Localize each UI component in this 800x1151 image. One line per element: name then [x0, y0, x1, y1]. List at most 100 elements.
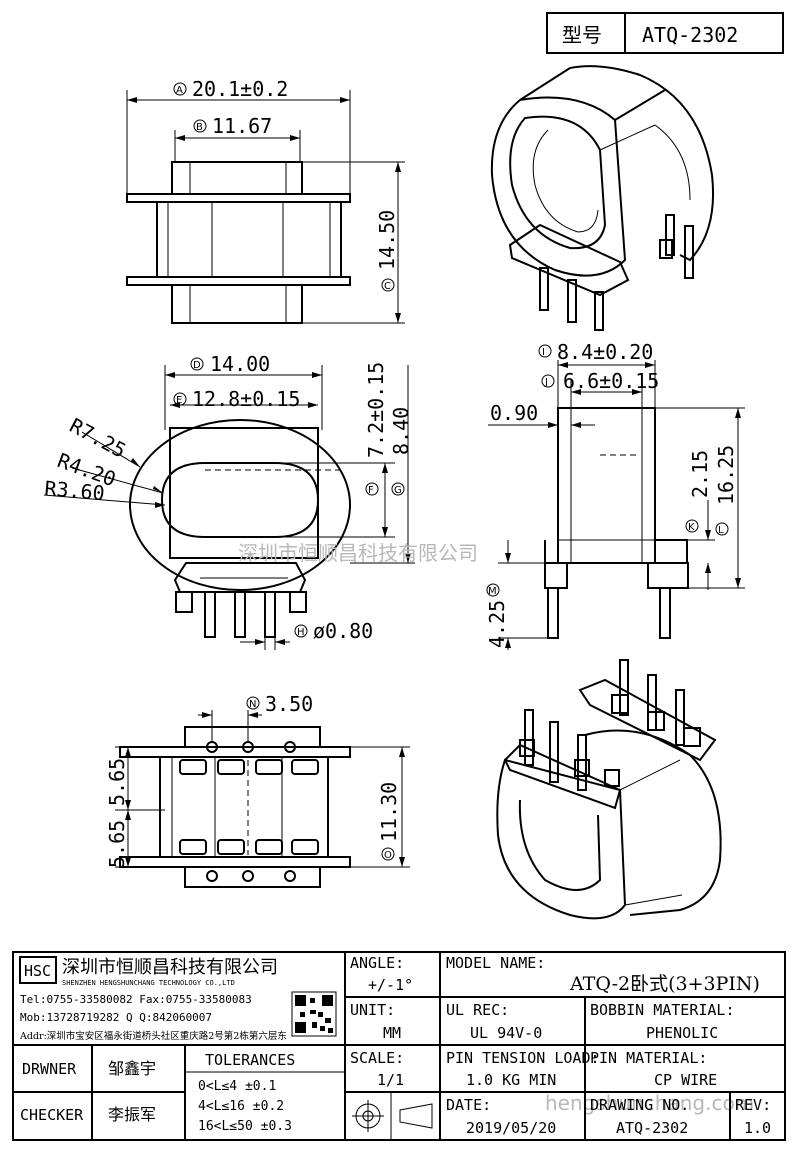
marker-l-letter: L [718, 525, 724, 536]
dim-r3-value: R3.60 [44, 476, 106, 505]
pin-tension-label: PIN TENSION LOAD: [446, 1049, 600, 1067]
marker-a [173, 82, 187, 96]
checker-name: 李振军 [108, 1105, 156, 1124]
qr-code [291, 991, 337, 1037]
angle-label: ANGLE: [350, 954, 404, 972]
marker-o [381, 847, 395, 861]
marker-n [246, 696, 260, 710]
company-name-cn: 深圳市恒顺昌科技有限公司 [62, 957, 278, 978]
company-mob: Mob:13728719282 Q Q:842060007 [20, 1011, 212, 1024]
pin-tension-value: 1.0 KG MIN [466, 1071, 556, 1089]
marker-b [193, 119, 207, 133]
dim-p1-value: 5.65 [105, 758, 129, 806]
pin-material-label: PIN MATERIAL: [590, 1049, 707, 1067]
marker-h [294, 624, 308, 638]
dim-e-value: 12.8±0.15 [192, 387, 300, 411]
projection-symbol-icon [352, 1100, 433, 1132]
model-number: ATQ-2302 [642, 23, 738, 47]
marker-a-letter: A [176, 85, 183, 96]
dim-l-value: 16.25 [714, 445, 738, 505]
marker-d [190, 357, 204, 371]
dim-f-value: 7.2±0.15 [364, 362, 388, 458]
marker-b-letter: B [196, 122, 203, 133]
company-addr: Addr:深圳市宝安区福永街道桥头社区重庆路2号第2栋第六层东 [19, 1030, 287, 1042]
marker-m-letter: M [488, 586, 497, 597]
date-label: DATE: [446, 1096, 491, 1114]
dim-p2-value: 5.65 [105, 820, 129, 868]
dim-k-value: 2.15 [688, 450, 712, 498]
bobbin-material-value: PHENOLIC [646, 1024, 718, 1042]
checker-label: CHECKER [20, 1106, 84, 1124]
dim-i-value: 8.4±0.20 [557, 340, 653, 364]
company-logo [19, 956, 57, 984]
dim-n-value: 3.50 [265, 692, 313, 716]
marker-e [173, 392, 187, 406]
marker-g [391, 482, 405, 496]
tolerances-title: TOLERANCES [205, 1051, 295, 1069]
rev-label: REV: [735, 1096, 771, 1114]
marker-e-letter: E [176, 395, 182, 406]
side-view: I 8.4±0.20 J 6.6±0.15 0.90 L 16.25 K 2.1… [485, 340, 745, 650]
marker-i [538, 344, 552, 358]
pin-material-value: CP WIRE [654, 1071, 717, 1089]
marker-d-letter: D [193, 360, 201, 371]
company-name-en: SHENZHEN HENGSHUNCHANG TECHNOLOGY CO.,LT… [62, 979, 235, 987]
angle-value: +/-1° [368, 976, 413, 994]
dim-o-value: 11.30 [377, 782, 401, 842]
marker-i-letter: I [542, 347, 545, 358]
marker-k-letter: K [688, 522, 695, 533]
dim-m-value: 4.25 [485, 600, 509, 648]
ul-value: UL 94V-0 [470, 1024, 542, 1042]
date-value: 2019/05/20 [466, 1119, 556, 1137]
scale-label: SCALE: [350, 1049, 404, 1067]
unit-label: UNIT: [350, 1001, 395, 1019]
dim-c-value: 14.50 [375, 210, 399, 270]
model-header: 型号 ATQ-2302 [546, 12, 784, 54]
rev-value: 1.0 [744, 1119, 771, 1137]
dim-d-value: 14.00 [210, 352, 270, 376]
company-tel: Tel:0755-33580082 Fax:0755-33580083 [20, 993, 252, 1006]
marker-o-letter: O [384, 850, 392, 861]
front-view: D 14.00 E 12.8±0.15 R7.25 R4.20 R3.60 F … [44, 352, 415, 650]
dim-t-value: 0.90 [490, 401, 538, 425]
marker-l [715, 522, 729, 536]
marker-j-letter: J [544, 377, 548, 388]
marker-n-letter: N [249, 699, 256, 710]
tolerance-row-1: 0<L≤4 ±0.1 [198, 1079, 276, 1094]
marker-c [381, 278, 395, 292]
company-logo-text: HSC [24, 962, 51, 980]
isometric-view-bottom [496, 659, 722, 920]
dim-g-value: 8.40 [389, 407, 413, 455]
marker-c-letter: C [384, 281, 391, 292]
dim-j-value: 6.6±0.15 [563, 369, 659, 393]
model-name-value: ATQ-2卧式(3+3PIN) [569, 973, 760, 995]
title-block: HSC 深圳市恒顺昌科技有限公司 SHENZHEN HENGSHUNCHANG … [12, 951, 786, 1141]
ul-label: UL REC: [446, 1001, 509, 1019]
bobbin-material-label: BOBBIN MATERIAL: [590, 1001, 735, 1019]
dim-b-value: 11.67 [212, 114, 272, 138]
isometric-view-top [490, 65, 715, 331]
watermark-center: 深圳市恒顺昌科技有限公司 [238, 541, 478, 565]
marker-g-letter: G [394, 485, 402, 496]
top-view: A 20.1±0.2 B 11.67 C 14.50 [126, 77, 405, 324]
marker-f [365, 482, 379, 496]
marker-k [685, 519, 699, 533]
marker-f-letter: F [368, 485, 374, 496]
marker-m [486, 583, 500, 597]
dim-a-value: 20.1±0.2 [192, 77, 288, 101]
bottom-view: N 3.50 5.65 5.65 O 11.30 [105, 692, 410, 888]
drawing-no-value: ATQ-2302 [616, 1119, 688, 1137]
unit-value: MM [383, 1024, 401, 1042]
marker-j [541, 374, 555, 388]
model-name-label: MODEL NAME: [446, 954, 545, 972]
drawing-no-label: DRAWING NO. [590, 1096, 689, 1114]
drawer-label: DRWNER [22, 1060, 77, 1078]
marker-h-letter: H [297, 627, 305, 638]
tolerance-row-3: 16<L≤50 ±0.3 [198, 1119, 292, 1134]
tolerance-row-2: 4<L≤16 ±0.2 [198, 1099, 284, 1114]
type-label: 型号 [562, 23, 602, 47]
watermark-bottom: hengshunchang.com [545, 1091, 754, 1115]
dim-h-value: ø0.80 [313, 619, 373, 643]
drawer-name: 邹鑫宇 [108, 1059, 156, 1078]
